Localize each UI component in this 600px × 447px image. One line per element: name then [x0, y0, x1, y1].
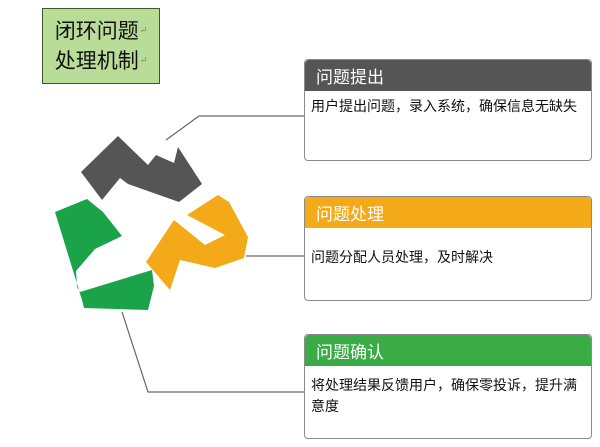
connector-line-1	[165, 115, 304, 141]
title-line-1: 闭环问题↵	[54, 19, 148, 43]
step-header-raise: 问题提出	[305, 60, 591, 91]
step-header-confirm: 问题确认	[305, 335, 591, 366]
green-arrow	[55, 199, 154, 310]
step-card-confirm: 问题确认 将处理结果反馈用户，确保零投诉，提升满意度	[304, 334, 592, 439]
orange-arrow	[146, 195, 248, 290]
step-header-handle: 问题处理	[305, 197, 591, 228]
step-card-handle: 问题处理 问题分配人员处理，及时解决	[304, 196, 592, 301]
diagram-title: 闭环问题↵ 处理机制↵	[42, 8, 160, 84]
step-body-confirm: 将处理结果反馈用户，确保零投诉，提升满意度	[311, 378, 577, 415]
title-line-2: 处理机制↵	[54, 49, 148, 73]
step-card-raise: 问题提出 用户提出问题，录入系统，确保信息无缺失	[304, 59, 592, 161]
step-body-handle: 问题分配人员处理，及时解决	[311, 250, 493, 266]
step-body-raise: 用户提出问题，录入系统，确保信息无缺失	[311, 99, 577, 115]
gray-arrow	[81, 136, 202, 202]
connector-line-3	[121, 311, 304, 393]
